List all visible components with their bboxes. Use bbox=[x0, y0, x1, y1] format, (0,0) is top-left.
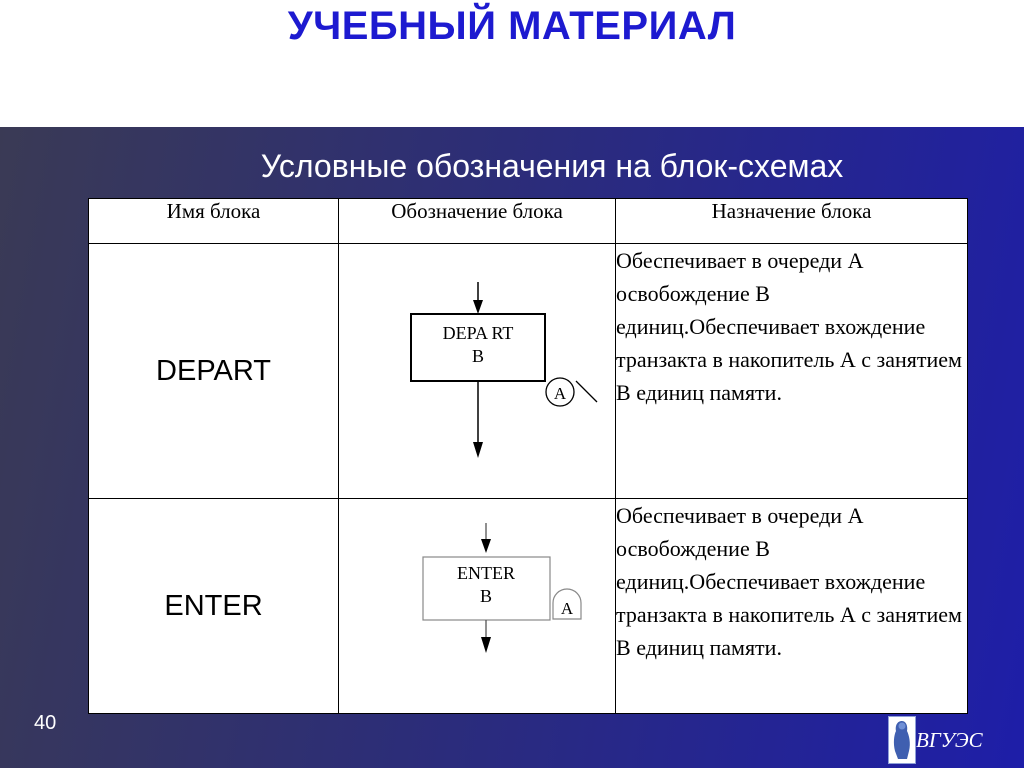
block-symbol-cell-enter: ENTER B A bbox=[338, 498, 617, 714]
table-row-enter: ENTER ENTER B A Обеспечивает в очереди A… bbox=[87, 498, 968, 714]
incoming-arrow-head bbox=[473, 300, 484, 314]
depart-circle-label: A bbox=[554, 384, 567, 403]
block-name-enter: ENTER bbox=[87, 498, 340, 714]
header-block-purpose: Назначение блока bbox=[615, 198, 968, 244]
header-block-symbol: Обозначение блока bbox=[338, 198, 617, 244]
enter-connector-shape bbox=[552, 588, 582, 620]
university-logo-text: ВГУЭС bbox=[916, 728, 983, 752]
depart-symbol-label: DEPA RT bbox=[443, 323, 514, 343]
depart-circle-tick bbox=[575, 380, 598, 403]
main-title: УЧЕБНЫЙ МАТЕРИАЛ bbox=[287, 4, 737, 48]
block-description-enter: Обеспечивает в очереди A освобождение B … bbox=[615, 498, 968, 714]
depart-symbol-param: B bbox=[472, 346, 484, 366]
block-symbol-cell-depart: DEPA RT B A bbox=[338, 243, 617, 499]
slide-header: УЧЕБНЫЙ МАТЕРИАЛ bbox=[0, 0, 1024, 127]
enter-symbol-param: B bbox=[480, 586, 492, 606]
enter-symbol-diagram: ENTER B A bbox=[422, 523, 582, 653]
header-block-name: Имя блока bbox=[87, 198, 340, 244]
block-description-depart: Обеспечивает в очереди A освобождение B … bbox=[615, 243, 968, 499]
slide-subtitle: Условные обозначения на блок-схемах bbox=[260, 148, 844, 184]
block-name-depart: DEPART bbox=[87, 243, 340, 499]
table-row-depart: DEPART bbox=[87, 243, 968, 499]
page-number: 40 bbox=[34, 712, 57, 734]
enter-outgoing-arrow-head bbox=[481, 637, 492, 653]
enter-incoming-arrow-head bbox=[481, 539, 492, 553]
depart-symbol-diagram: DEPA RT B A bbox=[410, 282, 598, 458]
university-logo-icon bbox=[888, 716, 916, 764]
enter-symbol-label: ENTER bbox=[457, 563, 515, 583]
depart-circle-connector bbox=[545, 377, 575, 407]
depart-block-rectangle bbox=[410, 313, 547, 382]
enter-connector-label: A bbox=[561, 599, 574, 618]
outgoing-arrow-head bbox=[473, 442, 484, 458]
table-header-row: Имя блока Обозначение блока Назначение б… bbox=[87, 198, 968, 244]
block-symbols-table: Имя блока Обозначение блока Назначение б… bbox=[87, 198, 968, 714]
